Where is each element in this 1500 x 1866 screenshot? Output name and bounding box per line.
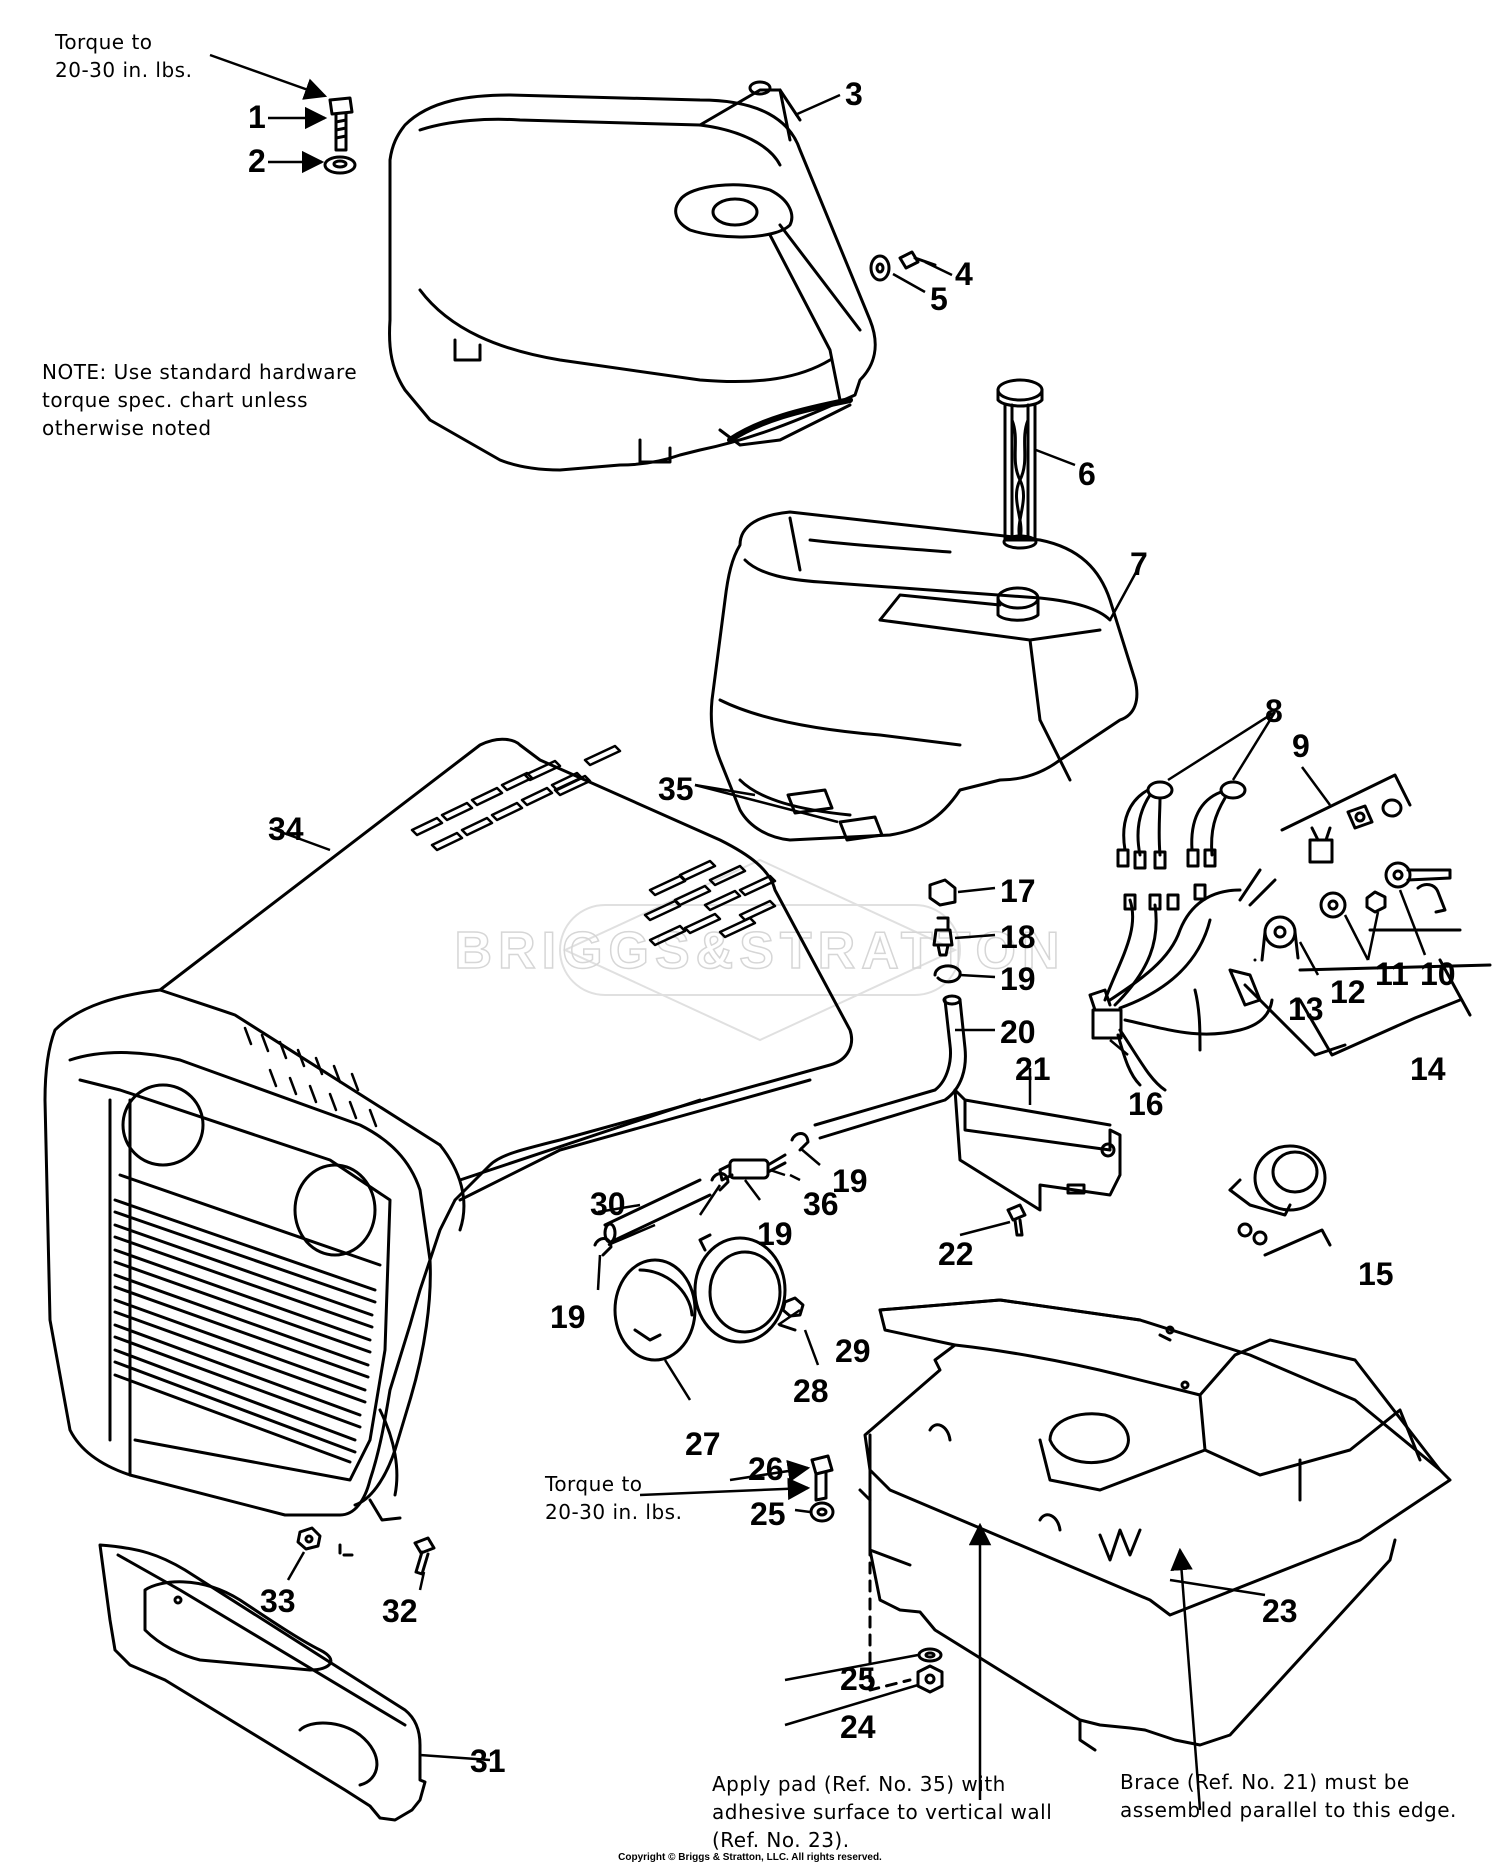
label-6: 6 (1078, 456, 1096, 492)
label-27: 27 (685, 1426, 721, 1462)
label-2: 2 (248, 143, 266, 179)
connector-part-36 (718, 1153, 787, 1182)
label-4: 4 (955, 256, 973, 292)
nut-part-24 (916, 1664, 944, 1694)
harness-part-8 (1116, 780, 1247, 870)
label-28: 28 (793, 1373, 829, 1409)
brace-note-line-2: assembled parallel to this edge. (1120, 1798, 1457, 1822)
headlight-ring-part-28 (693, 1233, 797, 1344)
hood-part-34 (43, 737, 854, 1522)
base-pan-part-23 (858, 1298, 1452, 1752)
torque-note-top: Torque to 20-30 in. lbs. (55, 28, 192, 84)
clamp-part-19-top (933, 964, 962, 984)
pad-note-line-1: Apply pad (Ref. No. 35) with (712, 1772, 1006, 1796)
label-19b: 19 (832, 1163, 868, 1199)
clamp-part-19-d (790, 1132, 810, 1152)
pad-note: Apply pad (Ref. No. 35) with adhesive su… (712, 1770, 1052, 1854)
fuel-gauge-part-6 (996, 378, 1044, 550)
brace-note-line-1: Brace (Ref. No. 21) must be (1120, 1770, 1410, 1794)
label-8: 8 (1265, 693, 1283, 729)
clamp-part-19-b (593, 1237, 613, 1257)
brace-note: Brace (Ref. No. 21) must be assembled pa… (1120, 1768, 1457, 1824)
fitting-part-18 (932, 916, 954, 957)
label-19c: 19 (757, 1216, 793, 1252)
label-29: 29 (835, 1333, 871, 1369)
torque-note-top-line-2: 20-30 in. lbs. (55, 58, 193, 82)
label-7: 7 (1130, 546, 1148, 582)
screw-part-32 (413, 1536, 436, 1576)
copyright-text: Copyright © Briggs & Stratton, LLC. All … (618, 1852, 882, 1863)
label-18: 18 (1000, 919, 1036, 955)
hardware-note: NOTE: Use standard hardware torque spec.… (42, 358, 357, 442)
dashed-hardware-line (868, 1543, 912, 1692)
label-16: 16 (1128, 1086, 1164, 1122)
clamp-part-19-c (710, 1172, 730, 1192)
nut-part-17 (928, 878, 957, 907)
label-1: 1 (248, 99, 266, 135)
label-9: 9 (1292, 728, 1310, 764)
nut-part-29 (781, 1296, 805, 1318)
leader-lines (209, 53, 1427, 1811)
label-17: 17 (1000, 873, 1036, 909)
label-26: 26 (748, 1451, 784, 1487)
label-31: 31 (470, 1743, 506, 1779)
torque-note-bottom-line-2: 20-30 in. lbs. (545, 1500, 683, 1524)
torque-note-bottom: Torque to 20-30 in. lbs. (545, 1470, 682, 1526)
gauge-bracket-part-15 (1228, 1144, 1332, 1257)
label-32: 32 (382, 1593, 418, 1629)
washer-part-5 (869, 254, 891, 282)
hardware-note-line-1: NOTE: Use standard hardware (42, 360, 358, 384)
label-19d: 19 (550, 1299, 586, 1335)
fuel-tank-part-7 (709, 510, 1139, 842)
torque-note-top-line-1: Torque to (55, 30, 153, 54)
wiring-harness-part-16 (1088, 868, 1277, 1092)
label-35: 35 (658, 771, 694, 807)
brace-part-21 (953, 1088, 1122, 1212)
bolt-part-26 (810, 1454, 834, 1502)
washer-part-25-top (809, 1501, 835, 1523)
part-number-labels: 1 2 3 4 5 6 7 8 9 10 11 12 13 14 15 16 1… (248, 76, 1456, 1779)
label-25b: 25 (840, 1661, 876, 1697)
label-21: 21 (1015, 1051, 1051, 1087)
label-10: 10 (1420, 956, 1456, 992)
label-24: 24 (840, 1709, 876, 1745)
label-15: 15 (1358, 1256, 1394, 1292)
washer-part-25-bottom (917, 1647, 943, 1663)
label-36: 36 (803, 1186, 839, 1222)
pad-part-35 (786, 788, 884, 842)
screw-part-22 (1006, 1203, 1027, 1237)
dash-cover-part (388, 80, 877, 472)
label-25a: 25 (750, 1496, 786, 1532)
pad-note-line-2: adhesive surface to vertical wall (712, 1800, 1053, 1824)
label-30: 30 (590, 1186, 626, 1222)
label-34: 34 (268, 811, 304, 847)
hardware-note-line-2: torque spec. chart unless (42, 388, 309, 412)
label-33: 33 (260, 1583, 296, 1619)
nut-part-33 (296, 1526, 322, 1551)
watermark-text: BRIGGS&STRATTON (455, 922, 1066, 980)
label-5: 5 (930, 281, 948, 317)
skirt-panel-part-31 (98, 1543, 427, 1822)
switch-kit-part-9 (1280, 773, 1412, 864)
label-13: 13 (1288, 991, 1324, 1027)
label-12: 12 (1330, 974, 1366, 1010)
label-19a: 19 (1000, 961, 1036, 997)
pad-note-line-3: (Ref. No. 23). (712, 1828, 850, 1852)
label-23: 23 (1262, 1593, 1298, 1629)
label-20: 20 (1000, 1014, 1036, 1050)
torque-note-bottom-line-1: Torque to (545, 1472, 643, 1496)
label-3: 3 (845, 76, 863, 112)
label-11: 11 (1375, 956, 1409, 992)
headlight-lens-part-27 (613, 1258, 697, 1362)
hardware-note-line-3: otherwise noted (42, 416, 212, 440)
washer-part-2 (323, 155, 357, 175)
fuel-line-part-20 (813, 994, 967, 1140)
label-22: 22 (938, 1236, 974, 1272)
bolt-part-1 (328, 96, 354, 152)
label-14: 14 (1410, 1051, 1446, 1087)
hood-vents (243, 744, 777, 1128)
